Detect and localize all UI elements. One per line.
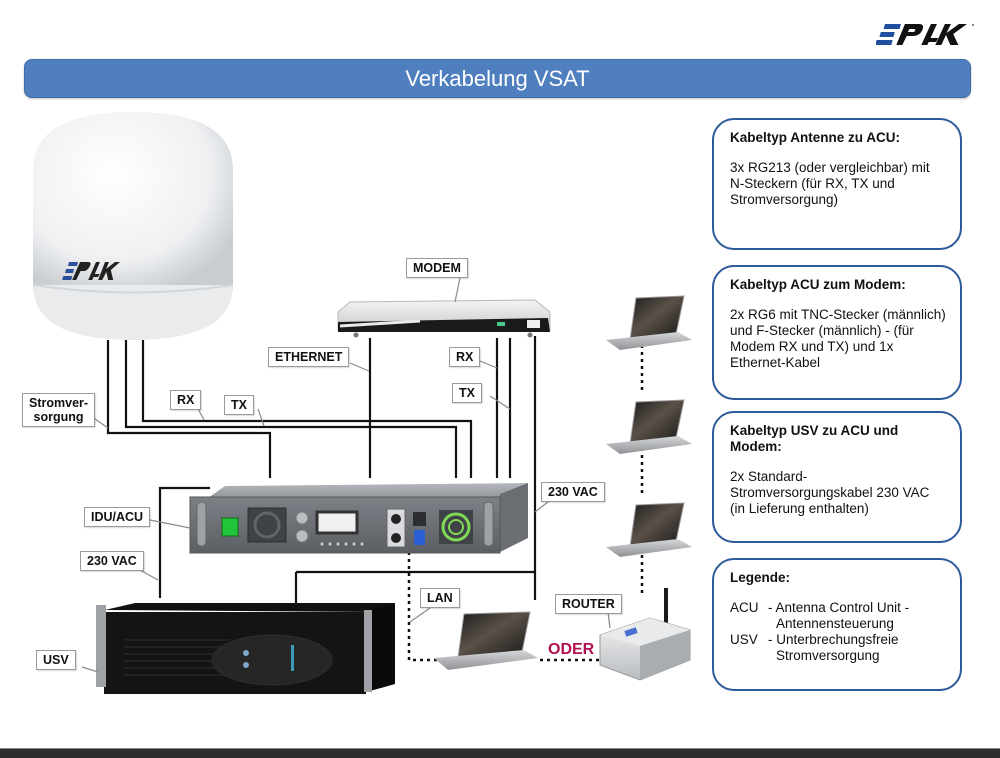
cables [106, 336, 537, 604]
legend-box: Legende: ACU - Antenna Control Unit - An… [712, 558, 962, 691]
laptop-4 [434, 611, 538, 670]
callout-rx-antenna: RX [170, 390, 202, 410]
legend-abbr: USV [730, 632, 758, 647]
power-switch [221, 517, 239, 537]
callout-usv: USV [36, 650, 76, 670]
laptop-3 [606, 502, 692, 557]
usv-device [96, 603, 395, 694]
legend-abbr: ACU [730, 600, 759, 615]
page-title: Verkabelung VSAT [24, 59, 971, 98]
info-box-antenna-acu: Kabeltyp Antenne zu ACU: 3x RG213 (oder … [712, 118, 962, 250]
callout-stromversorgung-line1: Stromver- [29, 396, 89, 410]
cable-lan-acu [407, 552, 440, 662]
callout-stromversorgung: Stromver- sorgung [22, 393, 96, 427]
router-device [599, 588, 691, 681]
info-box-body: 2x Standard-Stromversorgungskabel 230 VA… [730, 469, 930, 516]
epak-logo [876, 24, 974, 45]
callout-230vac-left: 230 VAC [80, 551, 144, 571]
legend-item-acu: ACU - Antenna Control Unit - Antennenste… [730, 600, 946, 632]
laptop-2 [606, 399, 692, 454]
info-box-heading: Kabeltyp ACU zum Modem: [730, 277, 906, 292]
legend-definition: - Antenna Control Unit - Antennensteueru… [768, 600, 910, 631]
callout-ethernet: ETHERNET [268, 347, 350, 367]
oder-label: ODER [548, 641, 595, 658]
callout-tx-modem: TX [452, 383, 482, 403]
callout-230vac-right: 230 VAC [541, 482, 605, 502]
laptop-1 [606, 295, 692, 350]
cable-antenna-power [106, 340, 272, 478]
info-box-usv-acu-modem: Kabeltyp USV zu ACU und Modem: 2x Standa… [712, 411, 962, 543]
info-box-heading: Kabeltyp USV zu ACU und Modem: [730, 423, 899, 454]
antenna-brand-logo [62, 262, 120, 280]
cable-antenna-rx [124, 340, 458, 478]
antenna-dome [32, 112, 234, 340]
callout-lan: LAN [420, 588, 460, 608]
info-box-body: 2x RG6 mit TNC-Stecker (männlich) und F-… [730, 307, 946, 370]
callout-rx-modem: RX [449, 347, 481, 367]
idu-acu-device [189, 483, 528, 554]
info-box-acu-modem: Kabeltyp ACU zum Modem: 2x RG6 mit TNC-S… [712, 265, 962, 400]
callout-idu-acu: IDU/ACU [84, 507, 151, 527]
cable-antenna-tx [141, 340, 473, 478]
callout-stromversorgung-line2: sorgung [33, 410, 84, 424]
info-box-body: 3x RG213 (oder vergleichbar) mit N-Steck… [730, 160, 930, 207]
modem-device [337, 299, 551, 338]
callout-router: ROUTER [555, 594, 622, 614]
callout-pointers [81, 277, 611, 673]
callout-tx-antenna: TX [224, 395, 254, 415]
lan-cables [407, 345, 644, 662]
legend-item-usv: USV - Unterbrechungsfreie Stromversorgun… [730, 632, 946, 664]
legend-heading: Legende: [730, 570, 791, 585]
cable-acu-power [158, 486, 210, 598]
callout-modem: MODEM [406, 258, 468, 278]
bottom-bar [0, 748, 1000, 758]
legend-definition: - Unterbrechungsfreie Stromversorgung [768, 632, 899, 663]
info-box-heading: Kabeltyp Antenne zu ACU: [730, 130, 901, 145]
